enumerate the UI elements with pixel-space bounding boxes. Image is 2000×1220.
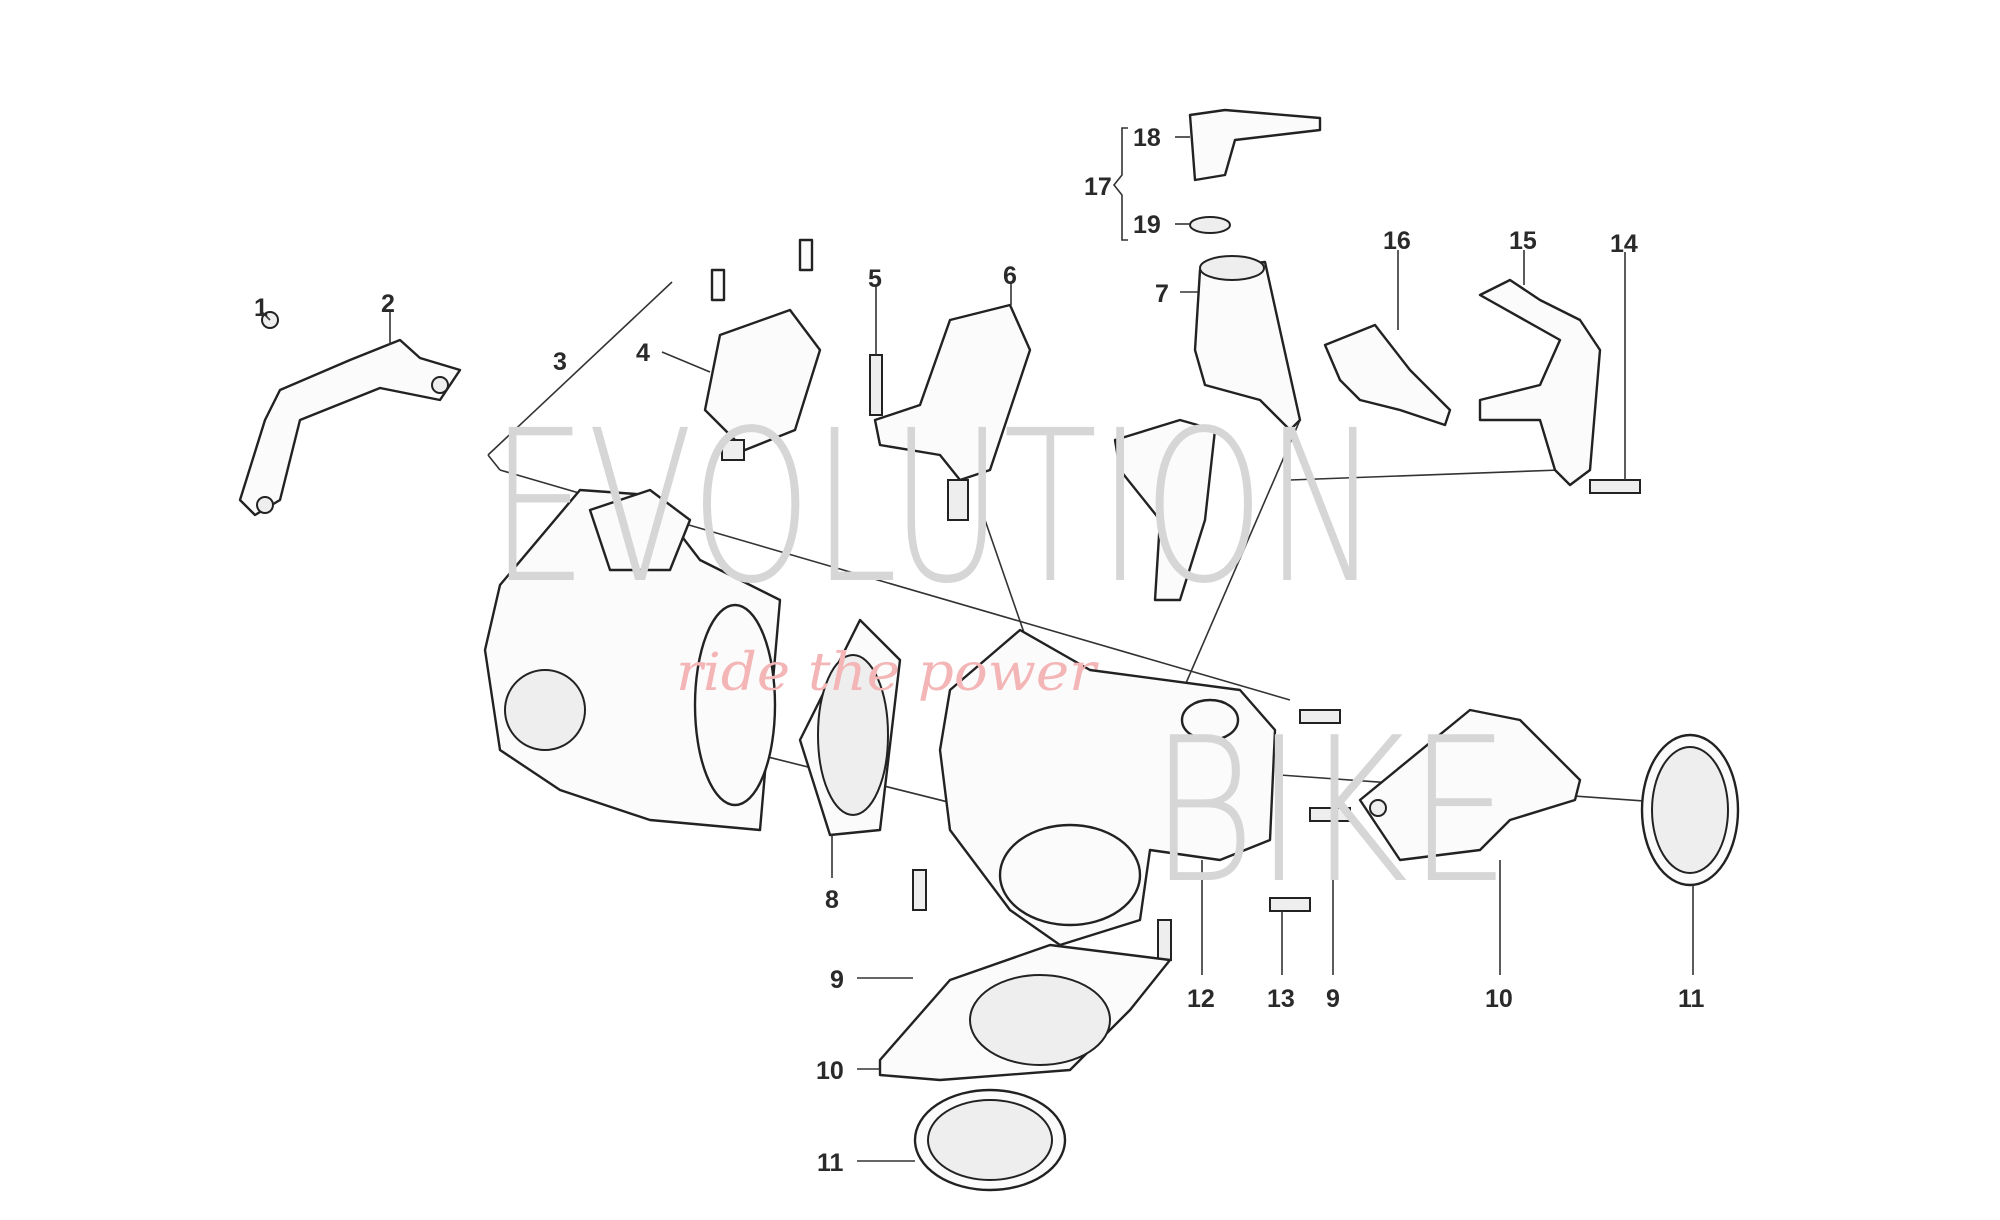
map-sensor-tip: [947, 479, 969, 521]
fuel-connector-part-18: [1188, 108, 1322, 182]
watermark-brand-line1: EVOLUTION: [490, 385, 1380, 630]
flange-hole: [1369, 799, 1387, 817]
idle-valve-tip: [721, 439, 745, 461]
manifold-outlet: [998, 823, 1142, 927]
callout-6: 6: [1003, 262, 1017, 290]
union-opening: [1199, 255, 1265, 281]
throttle-pulley: [504, 669, 586, 751]
callout-12: 12: [1187, 985, 1215, 1013]
flange-opening: [969, 974, 1111, 1066]
callout-10-right: 10: [1485, 985, 1513, 1013]
injector-port: [1180, 698, 1240, 742]
callout-18: 18: [1133, 124, 1161, 152]
throttle-bore: [693, 603, 777, 807]
callout-11-lower: 11: [817, 1149, 844, 1177]
callout-1: 1: [254, 294, 268, 322]
callout-7: 7: [1155, 280, 1169, 308]
injector: [1113, 418, 1217, 602]
callout-11-right: 11: [1678, 985, 1705, 1013]
gasket-opening: [817, 654, 889, 816]
callout-4: 4: [636, 339, 650, 367]
screw-part-9-lower: [912, 869, 927, 911]
bracket-part-2: [238, 338, 462, 517]
callout-14: 14: [1610, 230, 1638, 258]
callout-13: 13: [1267, 985, 1295, 1013]
injector-part-16: [1323, 323, 1452, 427]
bracket-hole: [256, 496, 274, 514]
seal-ring-inner: [1651, 746, 1729, 874]
screws-part-3: [710, 238, 814, 302]
bracket-part-15: [1478, 278, 1602, 487]
callout-labels: 1 2 3 4 5 6 7 8 9 10 11 12 13 9 10 11 14…: [254, 124, 1705, 1177]
watermark-brand-line2: BIKE: [1150, 695, 1510, 928]
callout-17: 17: [1084, 173, 1112, 201]
callout-9-lower: 9: [830, 966, 844, 994]
callout-5: 5: [868, 265, 882, 293]
callout-2: 2: [381, 290, 395, 318]
callout-9-right: 9: [1326, 985, 1340, 1013]
oring-part-19: [1189, 216, 1231, 234]
callout-3: 3: [553, 348, 567, 376]
screw-part-13: [1269, 897, 1311, 912]
watermark-slogan: ride the power: [676, 643, 1099, 703]
leader-lines: [261, 127, 1694, 1162]
callout-19: 19: [1133, 211, 1161, 239]
callout-15: 15: [1509, 227, 1537, 255]
watermark: EVOLUTION BIKE ride the power: [490, 385, 1510, 928]
map-sensor-part-6: [873, 303, 1032, 482]
screw-part-14: [1589, 479, 1641, 494]
callout-16: 16: [1383, 227, 1411, 255]
screw-part-9: [1309, 807, 1351, 822]
seal-ring-inner: [927, 1099, 1053, 1181]
flange-part-10-right: [1358, 708, 1582, 862]
screw-part-9-right-top: [1299, 709, 1341, 724]
fuel-union-part-7: [1193, 260, 1302, 432]
throttle-sensor-mount: [588, 488, 692, 572]
idle-valve-part-4: [703, 308, 822, 452]
bracket-hole: [431, 376, 449, 394]
callout-8: 8: [825, 886, 839, 914]
callout-10-lower: 10: [816, 1057, 844, 1085]
